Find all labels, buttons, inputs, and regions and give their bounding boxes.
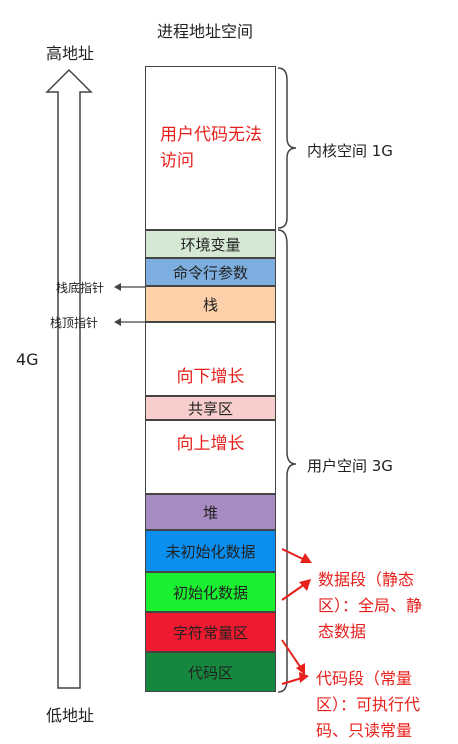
red-arrowhead-data-2 (299, 579, 311, 591)
low-address-label: 低地址 (46, 706, 95, 725)
diagram-title: 进程地址空间 (156, 22, 253, 41)
bss-segment: 未初始化数据 (145, 530, 276, 572)
data-note-line: 区）：全局、静 (318, 596, 423, 615)
red-arrow-icon-data (281, 548, 306, 561)
down-growth-label: 向下增长 (176, 367, 245, 387)
kernel-access-note: 用户代码无法访问 (160, 125, 262, 171)
red-arrowhead-data (300, 553, 312, 563)
kernel-space-box: 用户代码无法访问 (145, 66, 276, 230)
red-arrowhead-code (296, 663, 305, 675)
stack-bottom-label: 栈底指针 (56, 281, 105, 295)
code-note-line: 码、只读常量 (316, 721, 413, 740)
user-space-label: 用户空间 3G (307, 457, 393, 475)
data-segment: 初始化数据 (145, 572, 276, 612)
stack-growth-area: 向下增长 (145, 322, 276, 396)
env-segment: 环境变量 (145, 230, 276, 258)
data-segment-note: 数据段（静态 区）：全局、静 态数据 (318, 567, 422, 645)
code-segment: 代码区 (145, 652, 276, 692)
red-arrow-icon-code (281, 639, 302, 669)
red-arrow-icon-data-2 (281, 583, 306, 601)
up-arrow-icon (45, 68, 93, 689)
kernel-space-label: 内核空间 1G (307, 142, 393, 160)
high-address-label: 高地址 (46, 44, 95, 63)
stack-top-label: 栈顶指针 (50, 316, 99, 330)
arrowhead-icon (114, 283, 121, 291)
data-note-line: 态数据 (318, 622, 367, 641)
arrowhead-icon-2 (114, 318, 121, 326)
shared-segment: 共享区 (145, 396, 276, 420)
stack-segment: 栈 (145, 286, 276, 322)
args-segment: 命令行参数 (145, 258, 276, 286)
code-note-line: 代码段（常量 (316, 669, 413, 688)
right-brace-icon-user (277, 229, 297, 693)
red-arrow-icon-code-2 (281, 677, 303, 685)
heap-growth-area: 向上增长 (145, 420, 276, 494)
data-note-line: 数据段（静态 (318, 570, 415, 589)
code-note-line: 区）：可执行代 (316, 695, 421, 714)
heap-segment: 堆 (145, 494, 276, 530)
right-brace-icon-kernel (277, 67, 297, 229)
red-arrowhead-code-2 (299, 672, 309, 683)
code-segment-note: 代码段（常量 区）：可执行代 码、只读常量 (316, 666, 420, 744)
rodata-segment: 字符常量区 (145, 612, 276, 652)
size-label: 4G (16, 350, 39, 369)
up-growth-label: 向上增长 (176, 434, 245, 454)
